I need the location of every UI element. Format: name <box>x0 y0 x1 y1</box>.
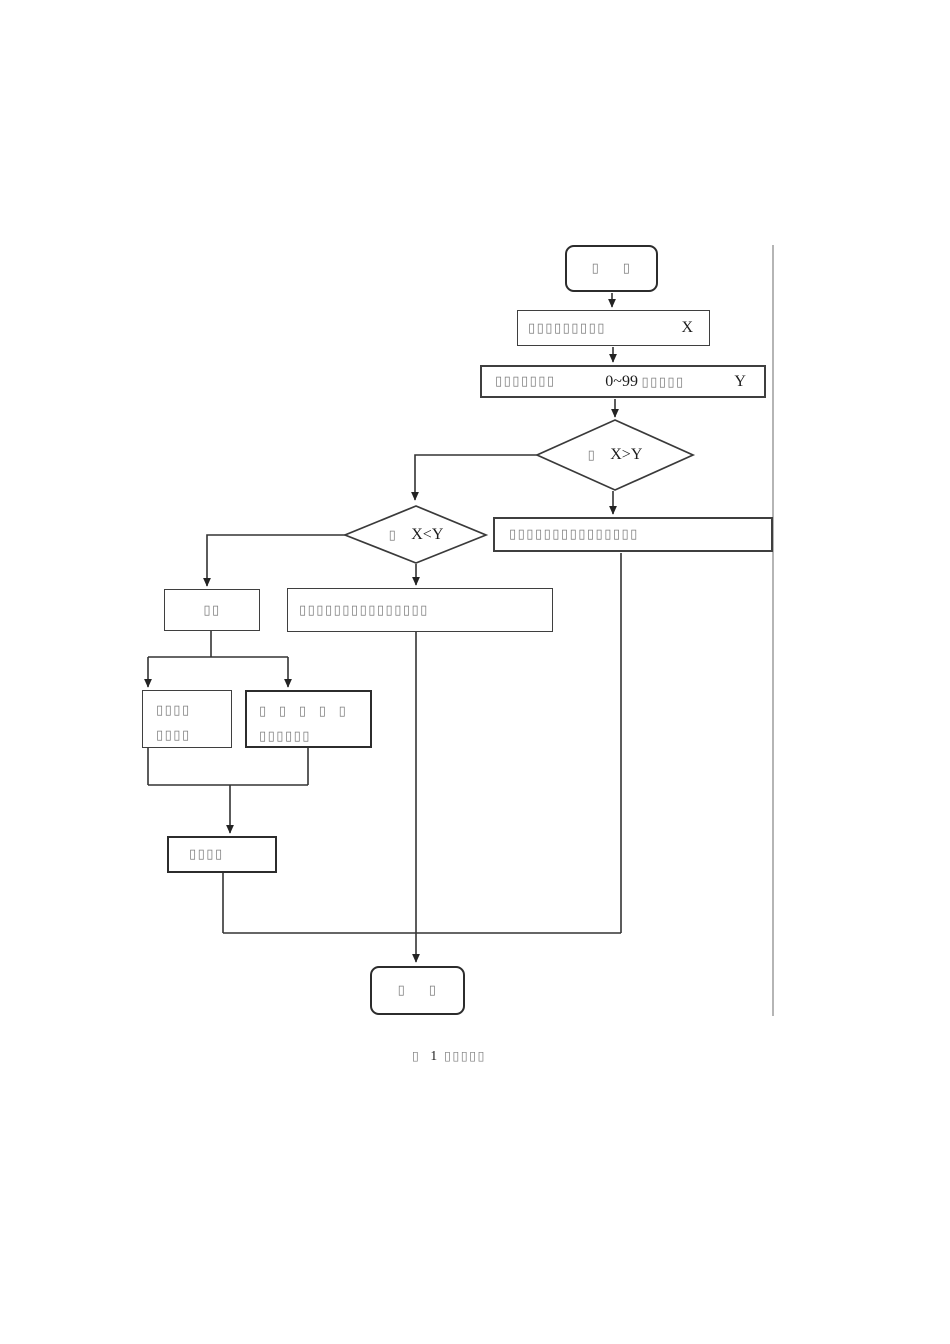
page-margin-rule <box>772 245 774 1016</box>
decision-gt-expression: X>Y <box>610 446 643 463</box>
decision-x-lt-y-label: ▯ X<Y <box>342 524 490 546</box>
decision-gt-prefix: ▯ <box>587 447 597 463</box>
input-x-text: ▯▯▯▯▯▯▯▯▯ <box>528 320 606 336</box>
process-right-detail: ▯ ▯ ▯ ▯ ▯ ▯▯▯▯▯▯ <box>245 690 372 748</box>
less-result-text: ▯▯▯▯▯▯▯▯▯▯▯▯▯▯▯ <box>299 602 429 618</box>
process-left-detail: ▯▯▯▯ ▯▯▯▯ <box>142 690 232 748</box>
caption-figure-word: ▯ <box>412 1048 421 1063</box>
process-input-x: ▯▯▯▯▯▯▯▯▯ X <box>517 310 710 346</box>
start-node: ▯ ▯ <box>565 245 658 292</box>
input-x-variable: X <box>681 319 693 336</box>
end-label: ▯ ▯ <box>397 983 438 998</box>
caption-title-text: ▯▯▯▯▯ <box>444 1048 487 1063</box>
random-y-range: 0~99 <box>605 372 638 390</box>
decision-x-gt-y-label: ▯ X>Y <box>540 444 690 466</box>
process-less-result: ▯▯▯▯▯▯▯▯▯▯▯▯▯▯▯ <box>287 588 553 632</box>
greater-result-text: ▯▯▯▯▯▯▯▯▯▯▯▯▯▯▯ <box>509 527 639 542</box>
decision-lt-prefix: ▯ <box>388 527 398 543</box>
right-detail-line2: ▯▯▯▯▯▯ <box>259 729 311 744</box>
process-merge: ▯▯▯▯ <box>167 836 277 873</box>
merge-text: ▯▯▯▯ <box>189 847 224 862</box>
figure-caption: ▯ 1 ▯▯▯▯▯ <box>412 1048 486 1064</box>
process-greater-result: ▯▯▯▯▯▯▯▯▯▯▯▯▯▯▯ <box>493 517 773 552</box>
random-y-range-group: 0~99 ▯▯▯▯▯ <box>605 373 684 391</box>
process-random-y: ▯▯▯▯▯▯▯ 0~99 ▯▯▯▯▯ Y <box>480 365 766 398</box>
end-node: ▯ ▯ <box>370 966 465 1015</box>
process-equal: ▯▯ <box>164 589 260 631</box>
right-detail-line1: ▯ ▯ ▯ ▯ ▯ <box>259 704 348 719</box>
caption-figure-number: 1 <box>430 1048 438 1063</box>
decision-x-lt-y-shape <box>342 505 489 564</box>
start-label: ▯ ▯ <box>591 261 632 276</box>
left-detail-line1: ▯▯▯▯ <box>156 703 191 718</box>
left-detail-line2: ▯▯▯▯ <box>156 728 191 743</box>
random-y-text-left: ▯▯▯▯▯▯▯ <box>495 374 556 389</box>
random-y-text-mid: ▯▯▯▯▯ <box>641 374 685 390</box>
decision-lt-expression: X<Y <box>411 526 444 543</box>
random-y-variable: Y <box>734 372 746 390</box>
decision-x-gt-y-shape <box>534 419 696 491</box>
equal-text: ▯▯ <box>203 602 221 618</box>
